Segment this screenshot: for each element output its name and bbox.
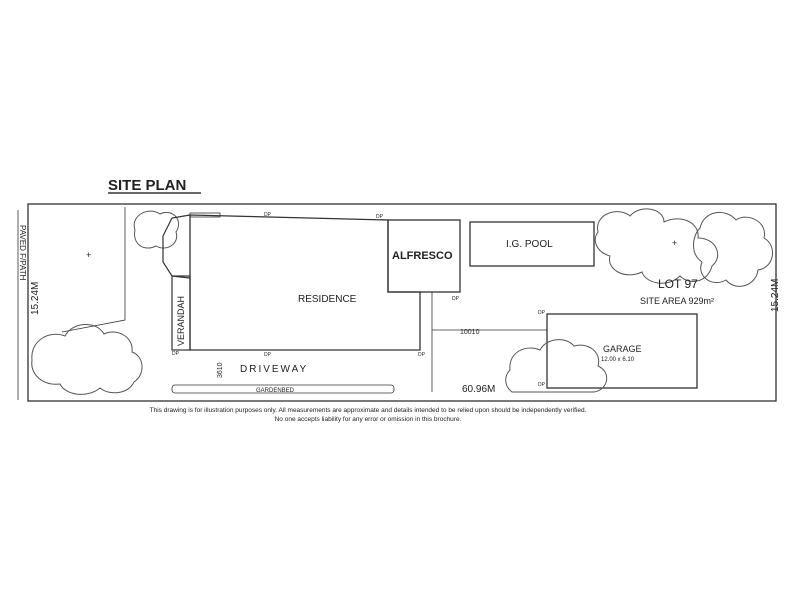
residence-label: RESIDENCE	[298, 294, 357, 305]
alfresco-label: ALFRESCO	[392, 250, 453, 262]
downpipe-marker: DP	[264, 212, 272, 218]
pool-outline	[469, 221, 595, 267]
width-left-label: 15.24M	[30, 282, 41, 315]
rear-trees-right	[693, 212, 773, 287]
length-label: 60.96M	[462, 384, 495, 395]
disclaimer-line-1: This drawing is for illustration purpose…	[150, 407, 587, 414]
lot-label: LOT 97	[658, 277, 698, 291]
front-setback-label: 3610	[217, 362, 224, 378]
verandah-label: VERANDAH	[176, 296, 186, 346]
tree-plus-marker: +	[86, 250, 91, 260]
downpipe-marker: DP	[172, 351, 180, 357]
footpath-label: PAVED F/PATH	[18, 225, 27, 281]
front-tree	[133, 210, 180, 249]
garage-label: GARAGE	[603, 344, 642, 354]
downpipe-marker: DP	[538, 382, 546, 388]
downpipe-marker: DP	[452, 296, 460, 302]
front-garden-shrubs	[31, 324, 143, 395]
downpipe-marker: DP	[418, 352, 426, 358]
downpipe-marker: DP	[376, 214, 384, 220]
gardenbed-outline	[171, 384, 395, 394]
rear-trees-left	[594, 208, 719, 284]
downpipe-marker: DP	[538, 310, 546, 316]
garage-size-label: 12.00 x 6.10	[601, 357, 635, 363]
downpipe-marker: DP	[264, 352, 272, 358]
site-area-label: SITE AREA 929m²	[640, 296, 714, 306]
width-right-label: 15.24M	[770, 279, 781, 312]
driveway-label: DRIVEWAY	[240, 364, 308, 375]
pool-label: I.G. POOL	[506, 239, 553, 250]
tree-plus-marker-rear: +	[672, 238, 677, 248]
front-garden-outline	[61, 207, 126, 333]
garage-outline	[546, 313, 698, 389]
lot-boundary	[27, 203, 777, 402]
alfresco-outline	[387, 219, 461, 293]
disclaimer-line-2: No one accepts liability for any error o…	[275, 416, 462, 423]
gardenbed-label: GARDENBED	[256, 388, 295, 394]
site-plan-title: SITE PLAN	[108, 177, 186, 194]
garage-shrubs	[505, 339, 608, 393]
setback-label: 10010	[460, 329, 480, 336]
residence-outline	[189, 214, 421, 351]
bay-window	[162, 214, 191, 279]
residence-front-detail	[189, 212, 221, 218]
